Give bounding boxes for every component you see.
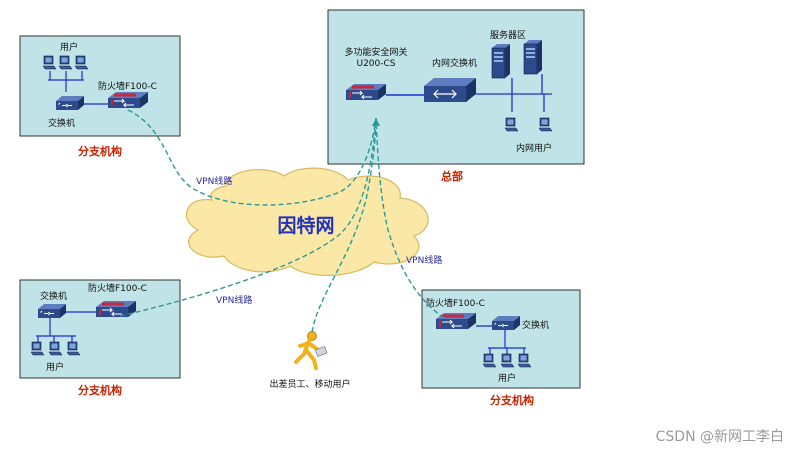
vpn-links	[119, 109, 445, 333]
hq-gateway-label-2: U200-CS	[356, 59, 395, 69]
branch-br-user-pcs	[482, 330, 532, 368]
internet-cloud	[186, 167, 429, 276]
branch-tl-caption: 分支机构	[78, 144, 122, 158]
hq-lan-links	[476, 74, 552, 112]
vpn-junction-marker	[372, 118, 380, 126]
branch-tl-firewall-label: 防火墙F100-C	[98, 80, 157, 92]
hq-gateway-icon	[345, 83, 387, 101]
branch-bl-switch-label: 交换机	[40, 290, 67, 302]
hq-core-switch-icon	[424, 78, 476, 102]
branch-br-switch-icon	[491, 315, 521, 331]
branch-tl-switch-icon	[55, 95, 85, 111]
branch-bl-firewall-icon	[95, 300, 137, 318]
mobile-user-label: 出差员工、移动用户	[269, 378, 350, 390]
branch-br-firewall-icon	[435, 312, 477, 330]
watermark-text: CSDN @新网工李白	[656, 429, 784, 445]
branch-bl-caption: 分支机构	[78, 383, 122, 397]
branch-br-switch-label: 交换机	[522, 319, 549, 331]
branch-bl-user-pcs	[30, 318, 81, 356]
vpn-label-bottom-left: VPN线路	[216, 294, 252, 306]
branch-bl-firewall-label: 防火墙F100-C	[88, 282, 147, 294]
branch-br-firewall-label: 防火墙F100-C	[426, 297, 485, 309]
hq-caption: 总部	[441, 169, 463, 183]
branch-tl-firewall-icon	[107, 91, 149, 109]
vpn-label-top: VPN线路	[196, 175, 232, 187]
branch-tl-users-label: 用户	[60, 41, 78, 53]
vpn-label-right: VPN线路	[406, 254, 442, 266]
hq-gateway-label-1: 多功能安全网关	[344, 46, 407, 58]
branch-br-caption: 分支机构	[490, 393, 534, 407]
branch-tl-user-pcs	[42, 55, 89, 92]
internet-label: 因特网	[277, 215, 334, 237]
branch-panel-bottom-left	[19, 279, 181, 379]
branch-panel-bottom-right	[421, 289, 581, 389]
hq-internal-users-label: 内网用户	[516, 142, 552, 154]
branch-bl-switch-icon	[37, 303, 67, 319]
branch-panel-top-left	[19, 35, 181, 137]
branch-br-users-label: 用户	[498, 372, 516, 384]
hq-server-label: 服务器区	[490, 29, 526, 41]
running-man-icon	[294, 331, 328, 370]
branch-tl-switch-label: 交换机	[48, 117, 75, 129]
branch-bl-users-label: 用户	[46, 361, 64, 373]
hq-core-switch-label: 内网交换机	[432, 57, 477, 69]
